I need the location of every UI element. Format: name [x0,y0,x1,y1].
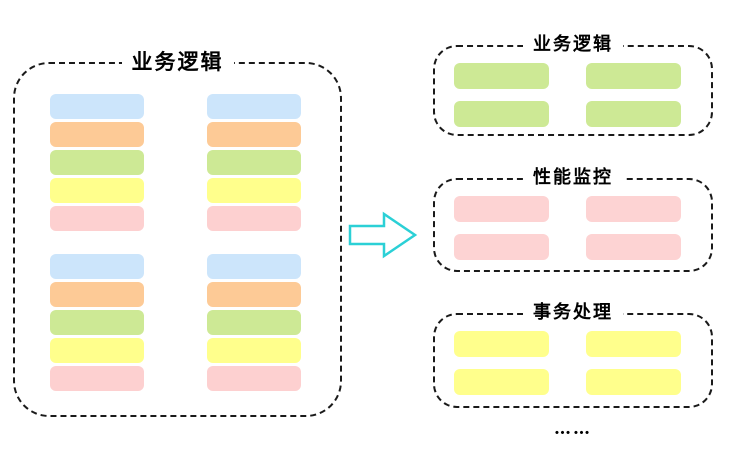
service-box-transaction-processing: 事务处理 [433,303,713,408]
block-group-top [50,94,305,231]
service-box-business-logic: 业务逻辑 [433,35,713,136]
module-block-orange [50,122,144,147]
service-block [586,369,681,395]
service-block-grid [435,47,711,134]
service-block-grid [435,315,711,406]
monolith-box: 业务逻辑 [13,50,342,417]
module-block-pink [207,206,301,231]
module-block-yellow [50,338,144,363]
module-block-blue [207,94,301,119]
more-services-ellipsis: …… [554,419,592,439]
service-block [586,331,681,357]
module-block-orange [207,122,301,147]
service-box-title: 事务处理 [523,303,623,323]
service-block [454,196,549,222]
service-box-performance-monitoring: 性能监控 [433,168,713,272]
module-block-pink [207,366,301,391]
service-box-title: 性能监控 [523,168,623,188]
service-block [586,101,681,127]
module-block-blue [50,254,144,279]
monolith-box-title: 业务逻辑 [121,50,234,73]
module-block-blue [50,94,144,119]
right-arrow-shape [348,211,418,259]
module-block-green [50,310,144,335]
service-block [454,234,549,260]
module-block-blue [207,254,301,279]
service-block-grid [435,180,711,270]
service-block [586,63,681,89]
right-arrow-icon [348,211,418,259]
block-stack [207,94,301,231]
module-block-yellow [207,178,301,203]
block-group-bottom [50,254,305,391]
module-block-orange [50,282,144,307]
service-block [454,63,549,89]
module-block-green [207,150,301,175]
block-stack [207,254,301,391]
service-box-title: 业务逻辑 [523,35,623,55]
module-block-yellow [50,178,144,203]
service-block [454,369,549,395]
module-block-pink [50,366,144,391]
service-block [454,331,549,357]
service-block [454,101,549,127]
module-block-green [50,150,144,175]
module-block-pink [50,206,144,231]
service-block [586,234,681,260]
block-stack [50,94,144,231]
module-block-green [207,310,301,335]
service-block [586,196,681,222]
module-block-orange [207,282,301,307]
monolith-content [15,64,340,415]
module-block-yellow [207,338,301,363]
block-stack [50,254,144,391]
